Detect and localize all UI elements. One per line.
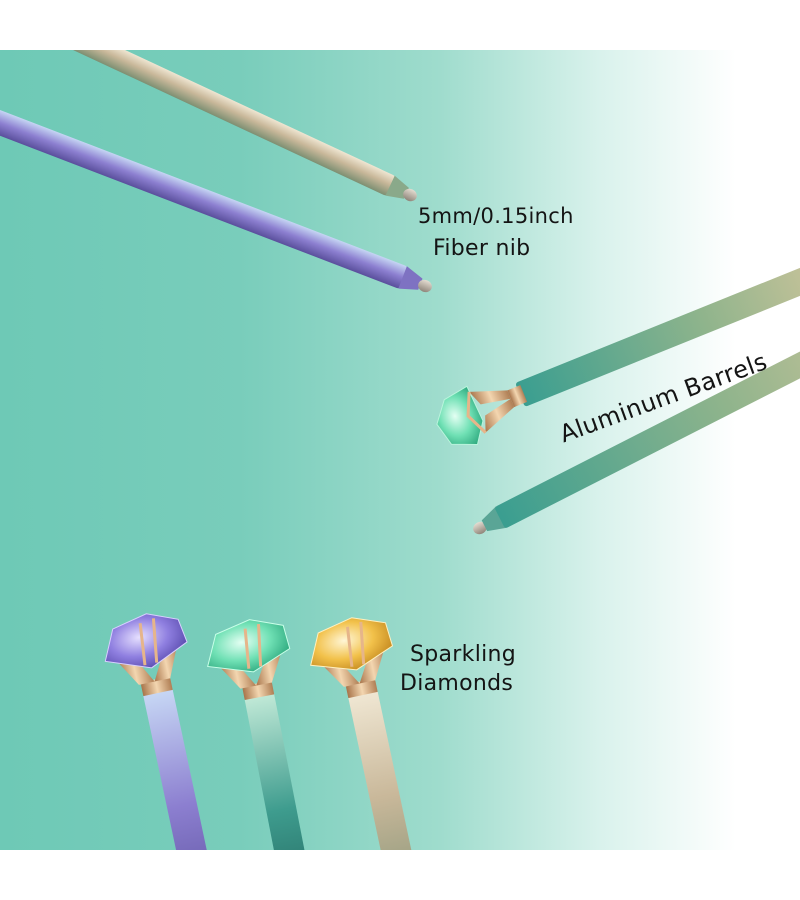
- pen-right-nib: [473, 317, 800, 535]
- pen-bottom-champagne: [310, 617, 426, 850]
- diamonds-caption-line1: Sparkling: [410, 642, 517, 667]
- pen-top-champagne: [7, 50, 417, 202]
- yellow-diamond: [310, 617, 394, 671]
- pen-bottom-teal: [207, 619, 319, 850]
- nib-type-caption: Fiber nib: [433, 236, 531, 261]
- diamonds-caption-line2: Diamonds: [400, 671, 514, 696]
- green-diamond: [436, 385, 484, 446]
- pen-top-purple: [0, 107, 432, 293]
- pens-illustration: [0, 50, 800, 850]
- pen-bottom-purple: [104, 613, 221, 850]
- pen-right-diamond: [436, 260, 800, 446]
- purple-diamond: [104, 613, 188, 669]
- product-photo: 5mm/0.15inch Fiber nib Aluminum Barrels …: [0, 50, 800, 850]
- green-diamond-bottom: [207, 619, 291, 673]
- nib-size-caption: 5mm/0.15inch: [418, 204, 574, 228]
